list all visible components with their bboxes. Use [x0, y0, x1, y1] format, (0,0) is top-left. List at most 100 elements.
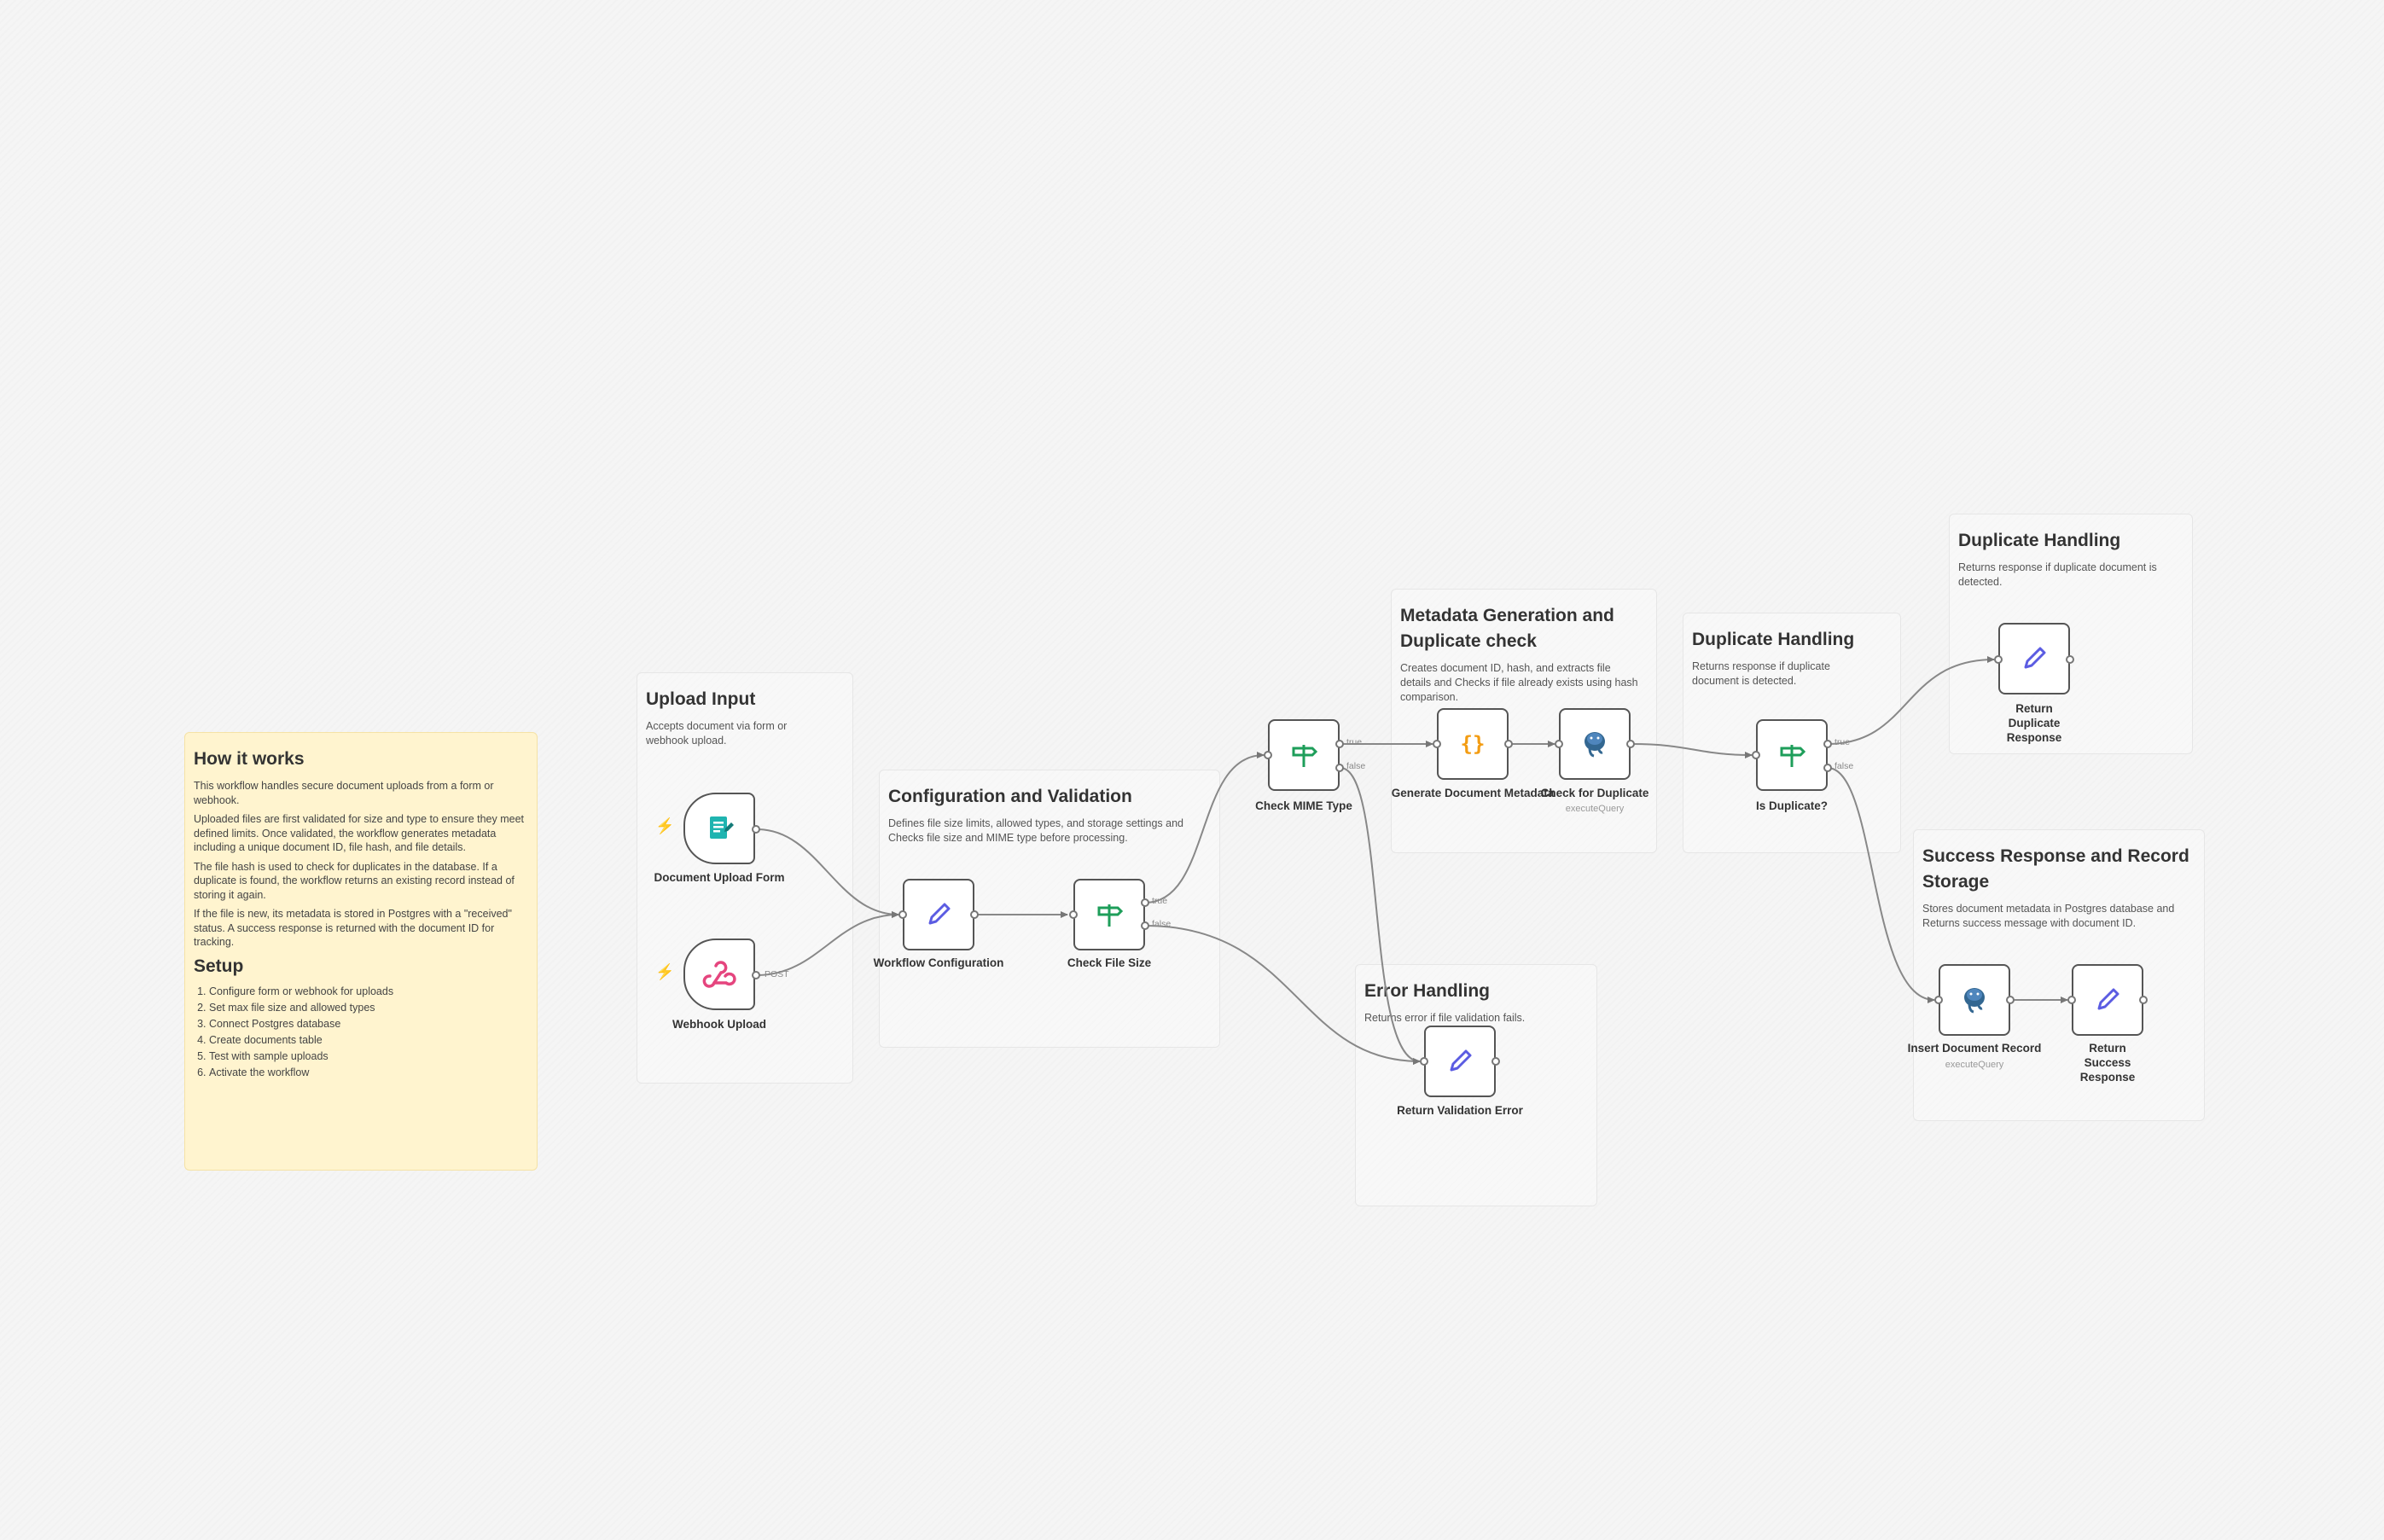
input-port[interactable] [1433, 740, 1441, 748]
sticky-description: Creates document ID, hash, and extracts … [1400, 662, 1638, 703]
node-label: Webhook Upload [672, 1018, 766, 1031]
setup-title: Setup [194, 956, 244, 976]
how-it-works-paragraph: If the file is new, its metadata is stor… [194, 908, 512, 948]
node-label: Return Duplicate Response [2006, 702, 2062, 744]
document-upload-form-node[interactable] [683, 793, 755, 864]
input-port[interactable] [1994, 655, 2003, 664]
output-port[interactable] [970, 910, 979, 919]
setup-steps-list: Configure form or webhook for uploads Se… [194, 984, 528, 1081]
output-port[interactable] [752, 825, 760, 834]
return-validation-error-node[interactable] [1424, 1026, 1496, 1097]
setup-step: Connect Postgres database [209, 1016, 528, 1032]
sticky-title: Success Response and Record Storage [1922, 846, 2189, 892]
input-port[interactable] [2067, 996, 2076, 1004]
node-label: Insert Document Record [1907, 1042, 2042, 1055]
sticky-title: Configuration and Validation [888, 787, 1132, 806]
setup-step: Test with sample uploads [209, 1049, 528, 1065]
sticky-description: Accepts document via form or webhook upl… [646, 720, 788, 747]
sticky-title: Duplicate Handling [1692, 630, 1855, 649]
true-output-label: true [1835, 737, 1851, 747]
connection-size-false-to-error [1144, 925, 1421, 1065]
workflow-configuration-node[interactable] [903, 879, 974, 950]
form-icon [710, 816, 734, 839]
output-port[interactable] [2139, 996, 2148, 1004]
input-port[interactable] [898, 910, 907, 919]
output-port[interactable] [1626, 740, 1635, 748]
if-signpost-icon [1780, 745, 1806, 767]
sticky-description: Defines file size limits, allowed types,… [888, 817, 1184, 844]
input-port[interactable] [1934, 996, 1943, 1004]
how-it-works-paragraph: The file hash is used to check for dupli… [194, 860, 515, 901]
output-port[interactable] [752, 971, 760, 979]
code-braces-icon: {} [1461, 732, 1486, 756]
true-output-port[interactable] [1335, 740, 1344, 748]
node-label: Check MIME Type [1255, 799, 1352, 812]
false-output-label: false [1346, 761, 1366, 771]
node-label: Document Upload Form [654, 871, 785, 884]
connection-size-true-to-mime [1144, 752, 1265, 904]
duplicate-handling-sticky-note[interactable]: Duplicate Handling Returns response if d… [1949, 514, 2193, 754]
sticky-description: Returns error if file validation fails. [1364, 1012, 1526, 1024]
input-port[interactable] [1752, 751, 1760, 759]
sticky-title: Duplicate Handling [1958, 531, 2121, 550]
connection-is-duplicate-false-to-insert [1827, 767, 1935, 1003]
true-output-port[interactable] [1823, 740, 1832, 748]
output-port[interactable] [2066, 655, 2074, 664]
webhook-upload-node[interactable] [683, 939, 755, 1010]
how-it-works-title: How it works [194, 749, 305, 769]
input-port[interactable] [1264, 751, 1272, 759]
true-output-label: true [1152, 896, 1168, 906]
output-port[interactable] [1504, 740, 1513, 748]
output-port[interactable] [2006, 996, 2015, 1004]
trigger-bolt-icon: ⚡ [655, 817, 675, 834]
output-port[interactable] [1491, 1057, 1500, 1066]
input-port[interactable] [1069, 910, 1078, 919]
false-output-port[interactable] [1335, 764, 1344, 772]
how-it-works-sticky-note[interactable]: How it works This workflow handles secur… [184, 732, 538, 1171]
postgres-icon [1584, 732, 1605, 758]
true-output-port[interactable] [1141, 898, 1149, 907]
false-output-port[interactable] [1141, 921, 1149, 930]
connection-mime-false-to-error [1340, 767, 1421, 1065]
connection-form-to-config [756, 828, 899, 918]
if-signpost-icon [1292, 745, 1318, 767]
node-label: Return Validation Error [1397, 1104, 1523, 1117]
false-output-port[interactable] [1823, 764, 1832, 772]
check-for-duplicate-node[interactable] [1559, 708, 1631, 780]
if-signpost-icon [1097, 904, 1124, 927]
sticky-title: Upload Input [646, 689, 756, 709]
node-sublabel: executeQuery [1565, 804, 1625, 814]
check-file-size-node[interactable] [1073, 879, 1145, 950]
pencil-icon [2024, 647, 2046, 669]
upload-input-sticky-note[interactable]: Upload Input Accepts document via form o… [637, 672, 853, 1084]
return-success-response-node[interactable] [2072, 964, 2143, 1036]
node-label: Generate Document Metadata [1391, 787, 1555, 799]
pencil-icon [1450, 1049, 1472, 1072]
postgres-icon [1964, 988, 1985, 1014]
is-duplicate-node[interactable] [1756, 719, 1828, 791]
return-duplicate-response-node[interactable] [1998, 623, 2070, 694]
trigger-bolt-icon: ⚡ [655, 963, 675, 980]
input-port[interactable] [1555, 740, 1563, 748]
setup-step: Configure form or webhook for uploads [209, 984, 528, 1000]
pencil-icon [928, 903, 951, 925]
node-label: Is Duplicate? [1755, 799, 1829, 812]
node-label: Check File Size [1067, 956, 1152, 969]
sticky-description: Stores document metadata in Postgres dat… [1922, 903, 2175, 929]
sticky-description: Returns response if duplicate document i… [1692, 660, 1830, 687]
insert-document-record-node[interactable] [1939, 964, 2010, 1036]
input-port[interactable] [1420, 1057, 1428, 1066]
false-output-label: false [1152, 919, 1172, 929]
node-sublabel: executeQuery [1945, 1060, 2004, 1070]
how-it-works-paragraph: Uploaded files are first validated for s… [194, 813, 525, 853]
webhook-icon [702, 961, 736, 988]
connection-webhook-to-config [756, 911, 899, 976]
node-label: Return Success Response [2079, 1042, 2136, 1084]
generate-document-metadata-node[interactable]: {} [1437, 708, 1509, 780]
sticky-description: Returns response if duplicate document i… [1958, 561, 2157, 588]
how-it-works-paragraph: This workflow handles secure document up… [194, 780, 494, 806]
sticky-title: Error Handling [1364, 981, 1491, 1001]
node-label: Check for Duplicate [1540, 787, 1649, 799]
check-mime-type-node[interactable] [1268, 719, 1340, 791]
